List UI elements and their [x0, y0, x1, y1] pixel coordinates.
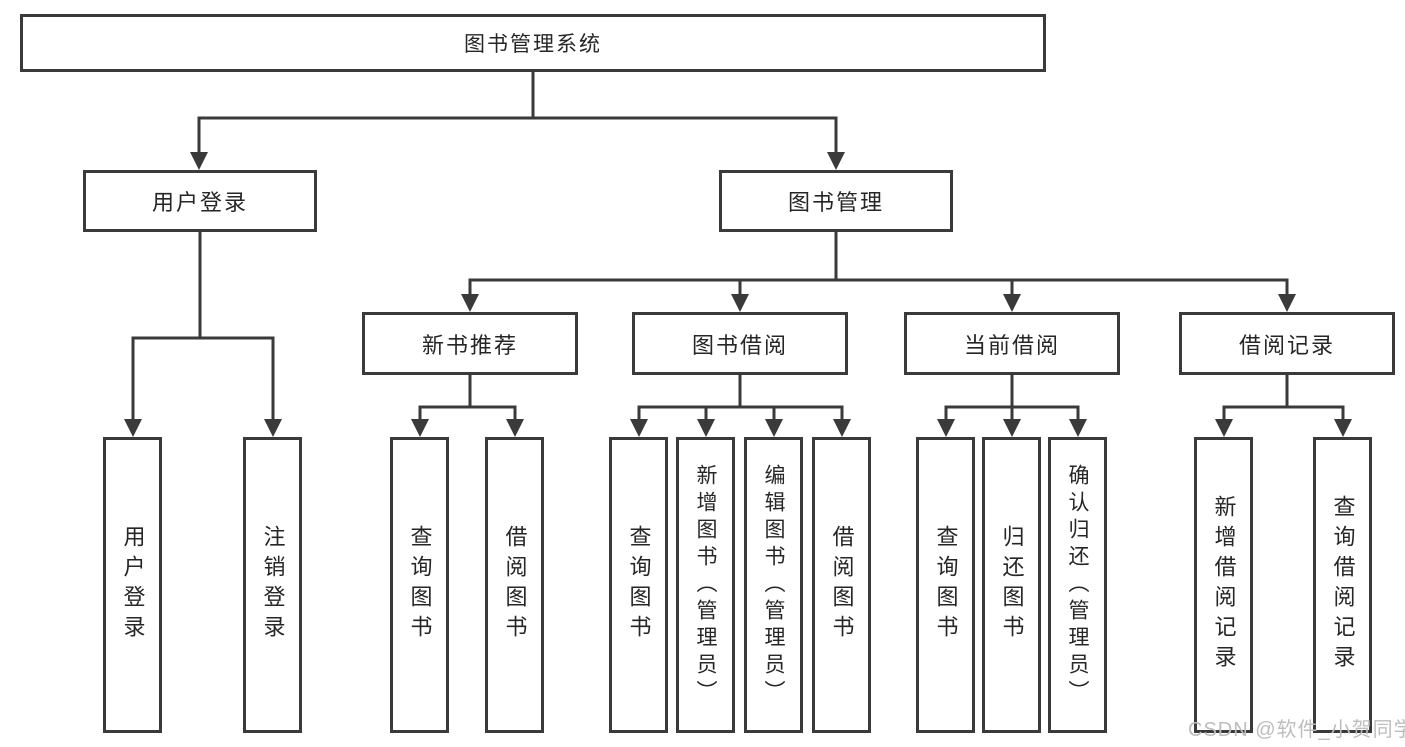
leaf-node-edit-book-admin: 编辑图书（管理员） [744, 437, 803, 733]
level2-node-book-management: 图书管理 [719, 170, 953, 232]
level2-node-user-login: 用户登录 [83, 170, 317, 232]
edge-userlogin-to-leaves [131, 230, 275, 425]
level3-node-book-borrow: 图书借阅 [632, 312, 848, 375]
leaf-node-return-book: 归还图书 [982, 437, 1041, 733]
leaf-node-borrow-books-recommend: 借阅图书 [485, 437, 544, 733]
edge-root-to-level2 [197, 70, 838, 157]
leaf-node-add-borrow-record: 新增借阅记录 [1194, 437, 1253, 733]
level3-node-borrow-records: 借阅记录 [1179, 312, 1395, 375]
level3-node-new-book-recommend: 新书推荐 [362, 312, 578, 375]
edge-currentborrow-to-leaves [944, 373, 1080, 425]
edge-records-to-leaves [1222, 373, 1345, 425]
edge-recommend-to-leaves [418, 373, 517, 425]
leaf-node-query-books-current: 查询图书 [916, 437, 975, 733]
csdn-watermark: CSDN @软件_小贺同学 [1188, 719, 1405, 741]
arrowheads [124, 152, 1352, 437]
leaf-node-confirm-return-admin: 确认归还（管理员） [1048, 437, 1107, 733]
edge-bookborrow-to-leaves [637, 373, 844, 425]
edge-bookmgmt-to-level3 [468, 230, 1289, 299]
level3-node-current-borrow: 当前借阅 [904, 312, 1120, 375]
leaf-node-logout: 注销登录 [243, 437, 302, 733]
leaf-node-query-borrow-record: 查询借阅记录 [1313, 437, 1372, 733]
leaf-node-query-books-borrow: 查询图书 [609, 437, 668, 733]
leaf-node-borrow-books: 借阅图书 [812, 437, 871, 733]
leaf-node-add-book-admin: 新增图书（管理员） [676, 437, 735, 733]
leaf-node-query-books-recommend: 查询图书 [390, 437, 449, 733]
root-node: 图书管理系统 [20, 14, 1046, 72]
leaf-node-user-login: 用户登录 [103, 437, 162, 733]
